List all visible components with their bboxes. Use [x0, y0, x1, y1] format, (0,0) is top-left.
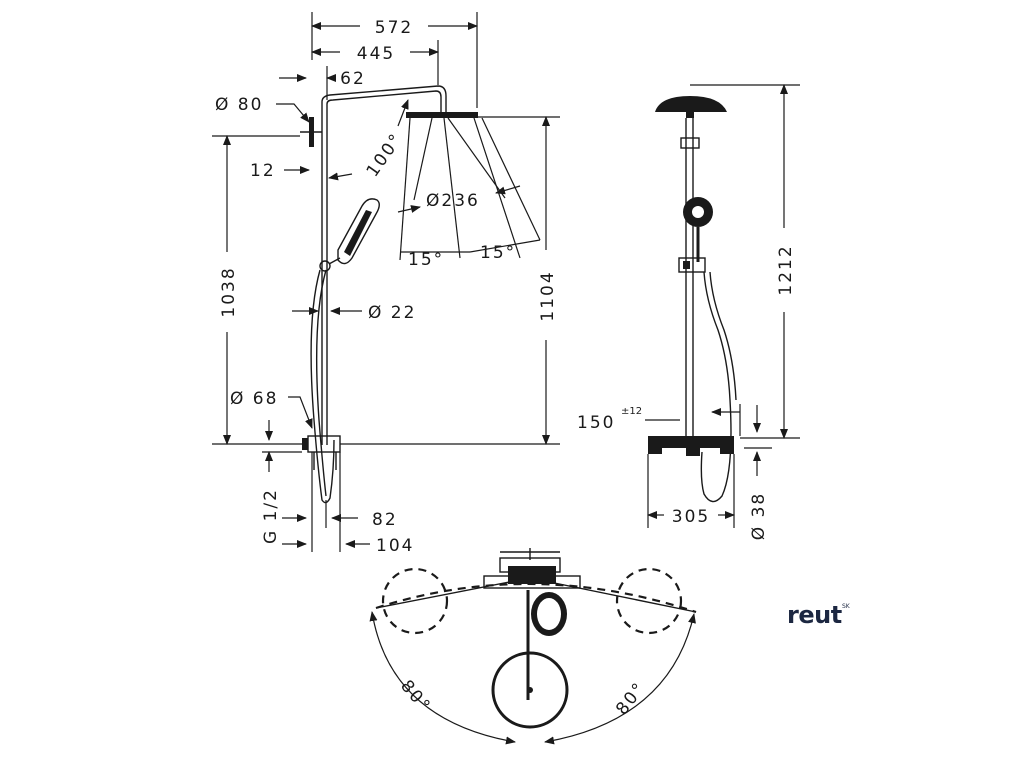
dim-height-left: 1038	[219, 266, 239, 317]
swivel-position-right	[615, 567, 683, 635]
brand-logo-suffix: SK	[842, 603, 851, 610]
dim-arm-angle: 100°	[363, 129, 407, 181]
shower-arm	[321, 85, 447, 112]
swivel-position-left	[381, 567, 449, 635]
front-slider	[678, 257, 706, 273]
dim-inlet-spacing: 150	[577, 413, 615, 433]
mixer-body	[307, 435, 341, 453]
top-view: 80° 80°	[369, 548, 697, 745]
dim-height-total: 1212	[776, 244, 796, 295]
dim-mixer-width: 305	[672, 507, 710, 527]
front-mixer	[648, 436, 734, 448]
dim-height-head: 1104	[538, 270, 558, 321]
dim-pipe-diameter: Ø 22	[368, 303, 416, 323]
dim-width-total: 572	[375, 18, 413, 38]
dim-arm-length: 445	[357, 44, 395, 64]
dim-inlet-tolerance: ±12	[621, 406, 642, 417]
brand-logo-text: reut	[787, 601, 842, 629]
dim-mixer-flange: Ø 68	[230, 389, 278, 409]
front-view: 1212 150 ±12 305 Ø 38	[577, 84, 800, 540]
side-view: 572 445 62 Ø 80 100° 12 Ø236 15° 15°	[212, 12, 560, 556]
dim-arm-offset: 62	[340, 69, 366, 89]
shower-head	[406, 112, 478, 118]
brand-logo: reut SK	[787, 601, 851, 629]
hand-shower	[337, 198, 380, 265]
dim-thread: G 1/2	[261, 488, 281, 544]
dim-tilt-right: 15°	[480, 243, 516, 263]
dim-tilt-left: 15°	[408, 250, 444, 270]
hose	[310, 269, 335, 504]
dim-wall-offset: 12	[250, 161, 276, 181]
dim-wall-flange: Ø 80	[215, 95, 263, 115]
front-shower-head	[655, 96, 727, 112]
dim-mixer-diameter: Ø 38	[749, 492, 769, 540]
dim-head-diameter: Ø236	[426, 191, 480, 211]
dim-depth-82: 82	[372, 510, 398, 530]
dim-depth-104: 104	[376, 536, 414, 556]
